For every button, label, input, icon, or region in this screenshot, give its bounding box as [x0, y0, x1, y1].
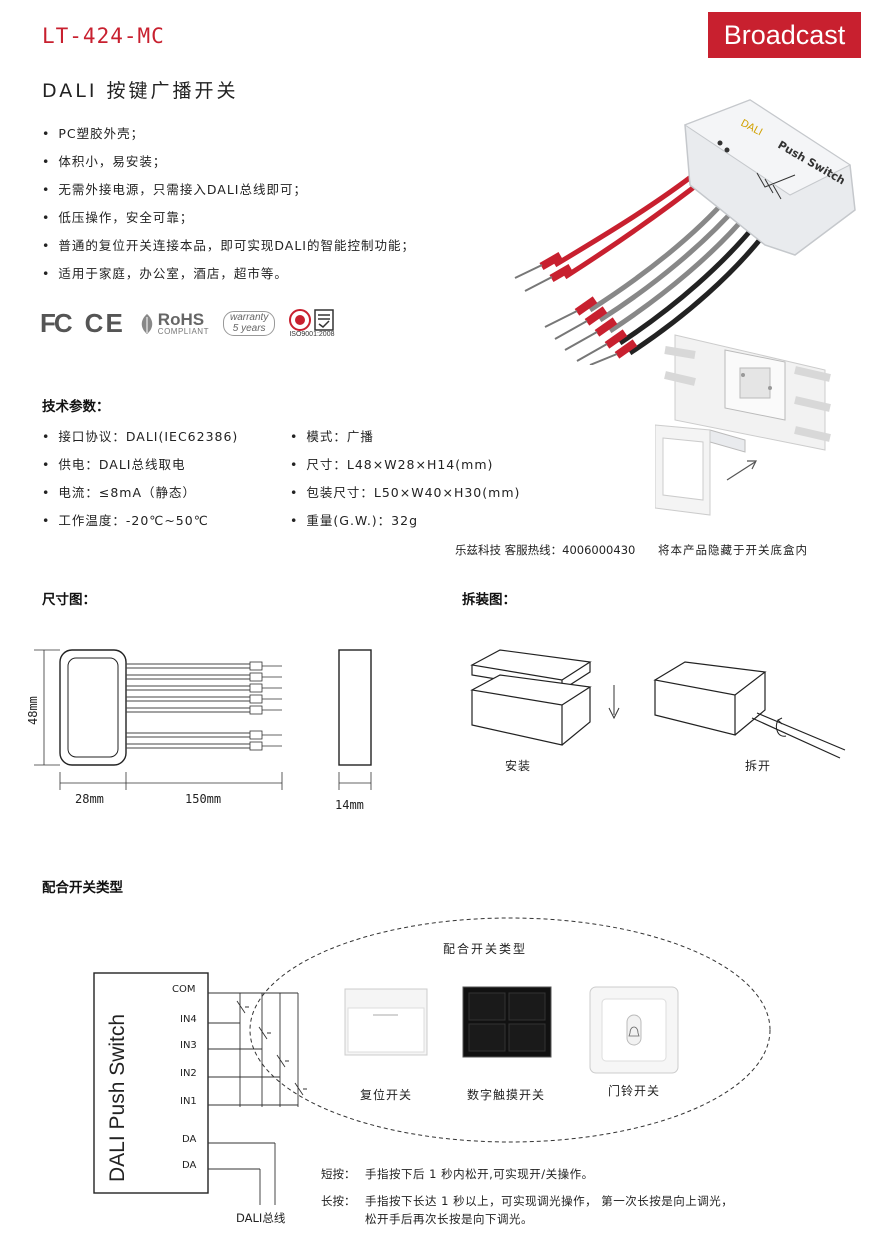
- ellipse-title: 配合开关类型: [443, 942, 528, 956]
- iso-text: ISO9001:2008: [289, 331, 335, 338]
- switch-types-title: 配合开关类型: [42, 880, 123, 896]
- feature-item: 适用于家庭，办公室，酒店，超市等。: [42, 260, 415, 288]
- install-title: 拆装图：: [462, 592, 516, 608]
- terminal-in1: IN1: [180, 1096, 197, 1107]
- spec-item: 包装尺寸：L50×W40×H30(mm): [290, 479, 520, 507]
- product-subtitle: DALI 按键广播开关: [42, 80, 239, 102]
- spec-item: 供电：DALI总线取电: [42, 451, 238, 479]
- spec-item: 工作温度：-20℃~50℃: [42, 507, 238, 535]
- dimension-width-label: 28mm: [75, 792, 104, 806]
- dimension-height-label: 48mm: [26, 696, 40, 725]
- dimension-title: 尺寸图：: [42, 592, 96, 608]
- ce-logo: CE: [84, 308, 125, 338]
- spec-item: 重量(G.W.)：32g: [290, 507, 520, 535]
- feature-item: PC塑胶外壳；: [42, 120, 415, 148]
- short-press-label: 短按：: [321, 1167, 356, 1181]
- product-photo: DALI Push Switch: [514, 99, 856, 365]
- rohs-text: RoHS: [157, 310, 205, 329]
- spec-item: 尺寸：L48×W28×H14(mm): [290, 451, 520, 479]
- switch-type-push: 复位开关: [360, 1088, 413, 1102]
- device-label: DALI Push Switch: [106, 1013, 129, 1182]
- short-press-text: 手指按下后 1 秒内松开,可实现开/关操作。: [365, 1167, 594, 1181]
- terminal-com: COM: [172, 984, 196, 995]
- install-label: 安装: [505, 759, 532, 773]
- remove-label: 拆开: [745, 759, 772, 773]
- spec-item: 模式：广播: [290, 423, 520, 451]
- specs-title: 技术参数：: [42, 399, 110, 415]
- feature-item: 普通的复位开关连接本品，即可实现DALI的智能控制功能；: [42, 232, 415, 260]
- install-drawing: [470, 649, 846, 759]
- long-press-text-2: 松开手后再次长按是向下调光。: [365, 1212, 533, 1226]
- terminal-in3: IN3: [180, 1040, 197, 1051]
- feature-list: PC塑胶外壳； 体积小，易安装； 无需外接电源，只需接入DALI总线即可； 低压…: [42, 120, 415, 288]
- feature-item: 低压操作，安全可靠；: [42, 204, 415, 232]
- terminal-da: DA: [182, 1160, 197, 1171]
- fcc-logo: FC: [40, 308, 73, 338]
- warranty-logo: warranty 5 years: [222, 311, 276, 336]
- terminal-da: DA: [182, 1134, 197, 1145]
- switch-type-touch: 数字触摸开关: [467, 1088, 546, 1102]
- long-press-label: 长按：: [321, 1194, 356, 1208]
- dali-bus-label: DALI总线: [236, 1211, 286, 1225]
- rohs-logo: RoHS COMPLIANT: [139, 311, 209, 336]
- wiring-diagram: [93, 917, 771, 1205]
- spec-item: 接口协议：DALI(IEC62386): [42, 423, 238, 451]
- dimension-cable-label: 150mm: [185, 792, 222, 806]
- warranty-years-text: 5 years: [232, 322, 266, 334]
- switch-type-doorbell: 门铃开关: [608, 1084, 661, 1098]
- leaf-icon: [141, 313, 153, 334]
- iso-logo: ISO9001:2008: [289, 309, 334, 338]
- feature-item: 体积小，易安装；: [42, 148, 415, 176]
- iso-seal-icon: [289, 309, 312, 331]
- terminal-in4: IN4: [180, 1014, 197, 1025]
- wall-box-photo: [655, 334, 831, 516]
- rohs-compliant-text: COMPLIANT: [157, 327, 209, 336]
- specs-right-list: 模式：广播 尺寸：L48×W28×H14(mm) 包装尺寸：L50×W40×H3…: [290, 423, 520, 535]
- certification-logos: FC CE RoHS COMPLIANT warranty 5 years IS…: [40, 308, 334, 339]
- certificate-icon: [314, 309, 335, 331]
- dimension-depth-label: 14mm: [335, 798, 364, 812]
- broadcast-badge: Broadcast: [708, 12, 861, 58]
- hide-note-text: 将本产品隐藏于开关底盒内: [658, 543, 808, 557]
- spec-item: 电流：≤8mA（静态）: [42, 479, 238, 507]
- specs-left-list: 接口协议：DALI(IEC62386) 供电：DALI总线取电 电流：≤8mA（…: [42, 423, 238, 535]
- warranty-text: warranty: [229, 312, 269, 323]
- dimension-drawing: [34, 649, 372, 790]
- hotline-text: 乐兹科技 客服热线：4006000430: [455, 543, 636, 557]
- feature-item: 无需外接电源，只需接入DALI总线即可；: [42, 176, 415, 204]
- long-press-text-1: 手指按下长达 1 秒以上，可实现调光操作， 第一次长按是向上调光，: [365, 1194, 734, 1208]
- terminal-in2: IN2: [180, 1068, 197, 1079]
- model-number: LT-424-MC: [42, 24, 165, 48]
